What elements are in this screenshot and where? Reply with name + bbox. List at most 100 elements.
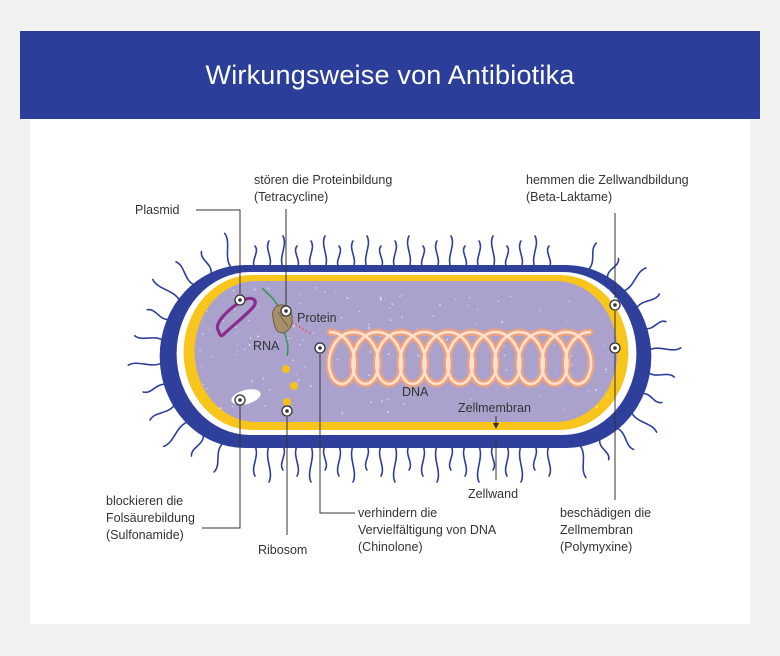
speckle [264,404,267,407]
flagellum [641,392,663,404]
speckle [312,332,314,334]
speckle [570,354,573,357]
speckle [292,359,294,362]
speckle [433,404,435,406]
speckle [219,407,222,410]
flagellum [350,240,356,269]
page-title: Wirkungsweise von Antibiotika [205,60,575,90]
flagellum [392,240,398,269]
flagellum [336,245,342,269]
markers [234,294,621,417]
marker-membrane [609,342,621,354]
flagellum [308,445,314,483]
speckle [245,329,247,331]
flagellum [364,235,370,269]
flagellum [546,445,552,477]
flagellum [579,445,587,479]
speckle [234,314,236,316]
speckle [571,363,573,366]
speckle [606,395,609,398]
speckle [232,289,235,292]
speckle [400,316,403,319]
flagellum [162,421,189,448]
flagellum [133,334,165,342]
flagellum [490,445,496,471]
speckle [368,327,371,329]
speckle [232,405,234,408]
speckle [389,319,392,322]
speckle [341,412,344,415]
speckle [235,326,237,328]
ribosome-dot [290,382,298,390]
speckle [361,395,364,397]
speckle [253,288,256,291]
speckle [248,319,250,322]
speckle [200,412,203,415]
speckle [199,349,201,352]
marker-cell-wall [609,299,621,311]
speckle [384,298,386,301]
flagellum [190,434,205,457]
speckle [299,343,301,346]
speckle [251,380,254,383]
leader-lines [196,209,616,535]
speckle [388,398,390,400]
speckle [503,345,505,348]
speckle [387,353,390,356]
flagellum [223,232,232,268]
speckle [202,384,205,386]
speckle [595,405,599,408]
label-cell-membrane: Zellmembran [458,401,531,415]
speckle [309,385,312,388]
speckle [417,354,420,357]
speckle [249,337,252,339]
speckle [267,287,270,290]
flagellum [616,427,635,451]
speckle [369,350,372,353]
flagellum [448,445,454,471]
label-rna: RNA [253,339,280,353]
flagellum [127,362,163,366]
speckle [386,398,388,401]
speckle [256,335,260,338]
label-dna-replication: verhindern die Vervielfältigung von DNA … [358,506,499,554]
speckle [507,387,509,389]
label-cell-wall: Zellwand [468,487,518,501]
speckle [222,320,225,322]
speckle [315,287,318,289]
speckle [262,377,265,380]
speckle [401,294,404,296]
speckle [467,304,469,307]
speckle [505,369,508,371]
flagellum [213,443,223,473]
flagellum [280,235,286,269]
speckle [568,300,570,303]
speckle [368,374,370,377]
label-ribosome: Ribosom [258,543,307,557]
flagellum [462,245,468,269]
speckle [595,389,598,392]
label-folic-acid: blockieren die Folsäurebildung (Sulfonam… [106,494,198,542]
speckle [236,353,238,356]
speckle [476,308,479,311]
flagellum [378,445,384,477]
speckle [587,389,589,392]
flagellum [648,347,682,351]
flagellum [630,411,658,433]
speckle [540,395,542,397]
marker-dna [314,342,326,354]
ribosome-dot [282,365,290,373]
flagellum [420,445,426,477]
speckle [209,328,211,331]
speckle [508,405,510,408]
flagellum [476,445,482,483]
speckle [446,338,449,341]
flagellum [598,438,610,461]
marker-folic-acid [234,394,246,406]
speckle [206,310,209,313]
speckle [370,401,372,404]
speckle [432,314,435,317]
flagellum [336,445,342,477]
flagellum [175,261,195,286]
speckle [468,297,471,299]
